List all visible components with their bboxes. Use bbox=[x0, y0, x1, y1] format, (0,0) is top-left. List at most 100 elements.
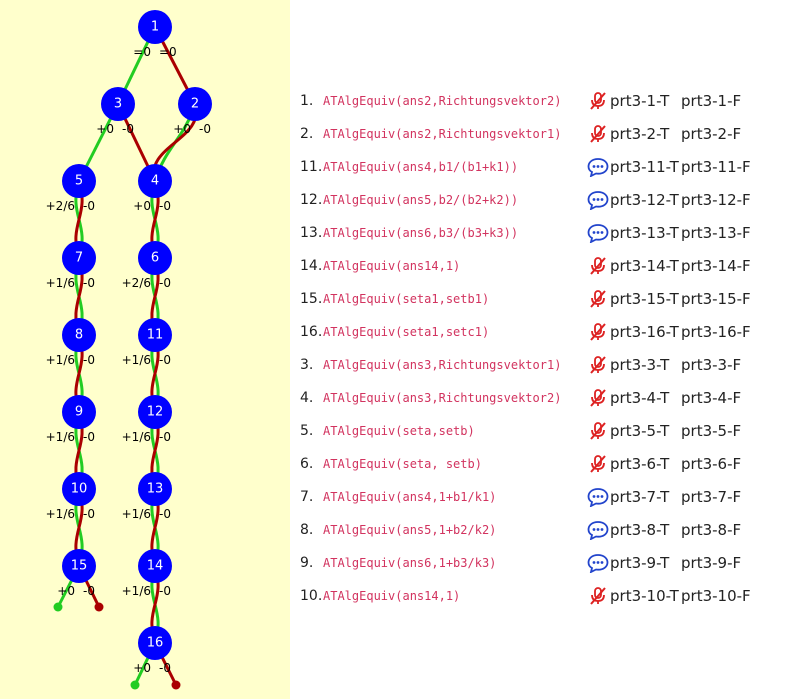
prt-false-note: prt3-3-F bbox=[681, 356, 742, 374]
node-circle bbox=[62, 395, 96, 429]
edge-label: -0 bbox=[83, 276, 95, 290]
speech-bubble-icon bbox=[587, 520, 609, 541]
edge-label: +1/6 bbox=[46, 507, 75, 521]
prt-node-number: 6. bbox=[300, 456, 314, 472]
node-circle bbox=[62, 241, 96, 275]
node-label: 14 bbox=[147, 559, 164, 574]
prt-false-note: prt3-6-F bbox=[681, 455, 742, 473]
prt-false-note: prt3-5-F bbox=[681, 422, 742, 440]
false-terminal-dot bbox=[94, 602, 104, 612]
edge-label: -0 bbox=[83, 430, 95, 444]
prt-true-note: prt3-15-T bbox=[610, 290, 679, 308]
prt-answer-test: ATAlgEquiv(ans3,Richtungsvektor1) bbox=[323, 358, 562, 372]
tree-node-11[interactable]: 11 bbox=[138, 318, 172, 352]
prt-answer-test: ATAlgEquiv(ans4,b1/(b1+k1)) bbox=[323, 160, 519, 174]
edge-label: +1/6 bbox=[122, 507, 151, 521]
node-circle bbox=[62, 472, 96, 506]
tree-node-13[interactable]: 13 bbox=[138, 472, 172, 506]
muted-mic-icon bbox=[587, 421, 609, 441]
prt-answer-test: ATAlgEquiv(seta1,setc1) bbox=[323, 325, 490, 339]
node-circle bbox=[138, 241, 172, 275]
tree-node-2[interactable]: 2 bbox=[178, 87, 212, 121]
node-label: 5 bbox=[75, 174, 83, 189]
prt-true-note: prt3-16-T bbox=[610, 323, 679, 341]
prt-answer-test: ATAlgEquiv(ans4,1+b1/k1) bbox=[323, 490, 497, 504]
edge-label: =0 bbox=[159, 45, 177, 59]
prt-false-note: prt3-10-F bbox=[681, 587, 751, 605]
true-terminal-dot bbox=[53, 602, 63, 612]
tree-node-7[interactable]: 7 bbox=[62, 241, 96, 275]
node-circle bbox=[101, 87, 135, 121]
node-label: 15 bbox=[71, 559, 88, 574]
prt-answer-test: ATAlgEquiv(ans2,Richtungsvektor2) bbox=[323, 94, 562, 108]
prt-tree-diagram: 12345678910111213141516=0=0+0-0+0-0+2/6-… bbox=[46, 10, 212, 690]
prt-node-row: 8. ATAlgEquiv(ans5,1+b2/k2) prt3-8-T prt… bbox=[300, 513, 780, 546]
prt-answer-test: ATAlgEquiv(ans14,1) bbox=[323, 589, 461, 603]
prt-answer-test: ATAlgEquiv(seta,setb) bbox=[323, 424, 475, 438]
prt-answer-test: ATAlgEquiv(ans3,Richtungsvektor2) bbox=[323, 391, 562, 405]
edge-label: +2/6 bbox=[122, 276, 151, 290]
prt-node-number: 1. bbox=[300, 93, 314, 109]
edge-label: +1/6 bbox=[122, 353, 151, 367]
muted-mic-icon bbox=[587, 388, 609, 408]
muted-mic-icon bbox=[587, 355, 609, 375]
node-label: 1 bbox=[151, 20, 159, 35]
edge-label: -0 bbox=[83, 507, 95, 521]
prt-answer-test: ATAlgEquiv(seta1,setb1) bbox=[323, 292, 490, 306]
tree-node-15[interactable]: 15 bbox=[62, 549, 96, 583]
edge-label: -0 bbox=[122, 122, 134, 136]
edge-label: -0 bbox=[159, 430, 171, 444]
node-circle bbox=[62, 164, 96, 198]
node-label: 16 bbox=[147, 636, 164, 651]
node-circle bbox=[138, 318, 172, 352]
edge-label: -0 bbox=[159, 507, 171, 521]
prt-answer-test: ATAlgEquiv(ans5,b2/(b2+k2)) bbox=[323, 193, 519, 207]
muted-mic-icon bbox=[587, 586, 609, 606]
prt-node-number: 13. bbox=[300, 225, 323, 241]
prt-node-number: 10. bbox=[300, 588, 323, 604]
prt-node-row: 6. ATAlgEquiv(seta, setb) prt3-6-T prt3-… bbox=[300, 447, 780, 480]
prt-false-note: prt3-15-F bbox=[681, 290, 751, 308]
prt-true-note: prt3-11-T bbox=[610, 158, 679, 176]
edge-label: -0 bbox=[83, 353, 95, 367]
tree-node-14[interactable]: 14 bbox=[138, 549, 172, 583]
edge-label: +1/6 bbox=[46, 276, 75, 290]
true-terminal-dot bbox=[130, 680, 140, 690]
tree-node-9[interactable]: 9 bbox=[62, 395, 96, 429]
edge-label: +0 bbox=[96, 122, 114, 136]
tree-node-16[interactable]: 16 bbox=[138, 626, 172, 660]
node-circle bbox=[138, 472, 172, 506]
tree-node-3[interactable]: 3 bbox=[101, 87, 135, 121]
prt-false-note: prt3-7-F bbox=[681, 488, 742, 506]
tree-node-10[interactable]: 10 bbox=[62, 472, 96, 506]
prt-false-note: prt3-14-F bbox=[681, 257, 751, 275]
prt-false-note: prt3-1-F bbox=[681, 92, 742, 110]
node-label: 6 bbox=[151, 251, 159, 266]
node-label: 9 bbox=[75, 405, 83, 420]
tree-node-1[interactable]: 1 bbox=[138, 10, 172, 44]
node-circle bbox=[138, 626, 172, 660]
node-label: 13 bbox=[147, 482, 164, 497]
speech-bubble-icon bbox=[587, 190, 609, 211]
prt-true-note: prt3-6-T bbox=[610, 455, 670, 473]
prt-node-number: 14. bbox=[300, 258, 323, 274]
tree-node-12[interactable]: 12 bbox=[138, 395, 172, 429]
node-circle bbox=[138, 395, 172, 429]
edge-label: +1/6 bbox=[46, 430, 75, 444]
prt-answer-test: ATAlgEquiv(ans2,Richtungsvektor1) bbox=[323, 127, 562, 141]
edge-label: +1/6 bbox=[122, 430, 151, 444]
tree-node-5[interactable]: 5 bbox=[62, 164, 96, 198]
speech-bubble-icon bbox=[587, 553, 609, 574]
prt-true-note: prt3-3-T bbox=[610, 356, 670, 374]
tree-node-8[interactable]: 8 bbox=[62, 318, 96, 352]
edge-label: +1/6 bbox=[122, 584, 151, 598]
prt-true-note: prt3-4-T bbox=[610, 389, 670, 407]
speech-bubble-icon bbox=[587, 223, 609, 244]
tree-node-4[interactable]: 4 bbox=[138, 164, 172, 198]
prt-node-number: 7. bbox=[300, 489, 314, 505]
edge-label: -0 bbox=[199, 122, 211, 136]
prt-node-row: 13. ATAlgEquiv(ans6,b3/(b3+k3)) prt3-13-… bbox=[300, 216, 780, 249]
tree-node-6[interactable]: 6 bbox=[138, 241, 172, 275]
